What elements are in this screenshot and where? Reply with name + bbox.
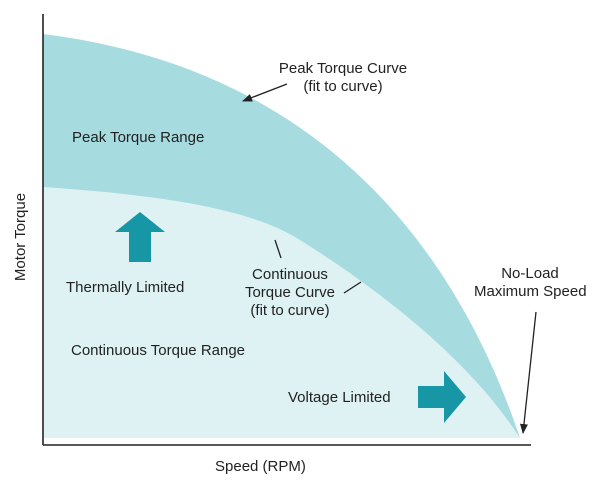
- continuous-torque-curve-label: Continuous Torque Curve (fit to curve): [230, 266, 350, 320]
- x-axis-label: Speed (RPM): [215, 458, 306, 475]
- continuous-curve-pointer-lower: [343, 281, 362, 294]
- peak-curve-pointer: [242, 83, 288, 102]
- continuous-torque-range-label: Continuous Torque Range: [71, 342, 246, 359]
- y-axis-label: Motor Torque: [12, 192, 29, 282]
- continuous-curve-pointer-upper: [274, 239, 282, 259]
- no-load-maximum-speed-label: No-Load Maximum Speed: [474, 265, 587, 301]
- no-load-pointer: [519, 311, 537, 434]
- up-arrow-icon: [115, 212, 165, 262]
- no-load-label-line2: Maximum Speed: [474, 283, 587, 300]
- continuous-curve-label-line1: Continuous: [252, 266, 328, 283]
- continuous-curve-label-line2: Torque Curve: [244, 284, 336, 301]
- peak-torque-curve-label: Peak Torque Curve (fit to curve): [258, 60, 428, 96]
- peak-curve-label-line2: (fit to curve): [303, 78, 383, 95]
- peak-torque-range-label: Peak Torque Range: [72, 129, 205, 146]
- thermally-limited-label: Thermally Limited: [66, 279, 185, 296]
- continuous-curve-label-line3: (fit to curve): [250, 302, 330, 319]
- voltage-limited-label: Voltage Limited: [288, 389, 391, 406]
- peak-curve-label-line1: Peak Torque Curve: [278, 60, 408, 77]
- right-arrow-icon: [418, 371, 466, 423]
- no-load-label-line1: No-Load: [501, 265, 559, 282]
- continuous-torque-region: [43, 187, 520, 438]
